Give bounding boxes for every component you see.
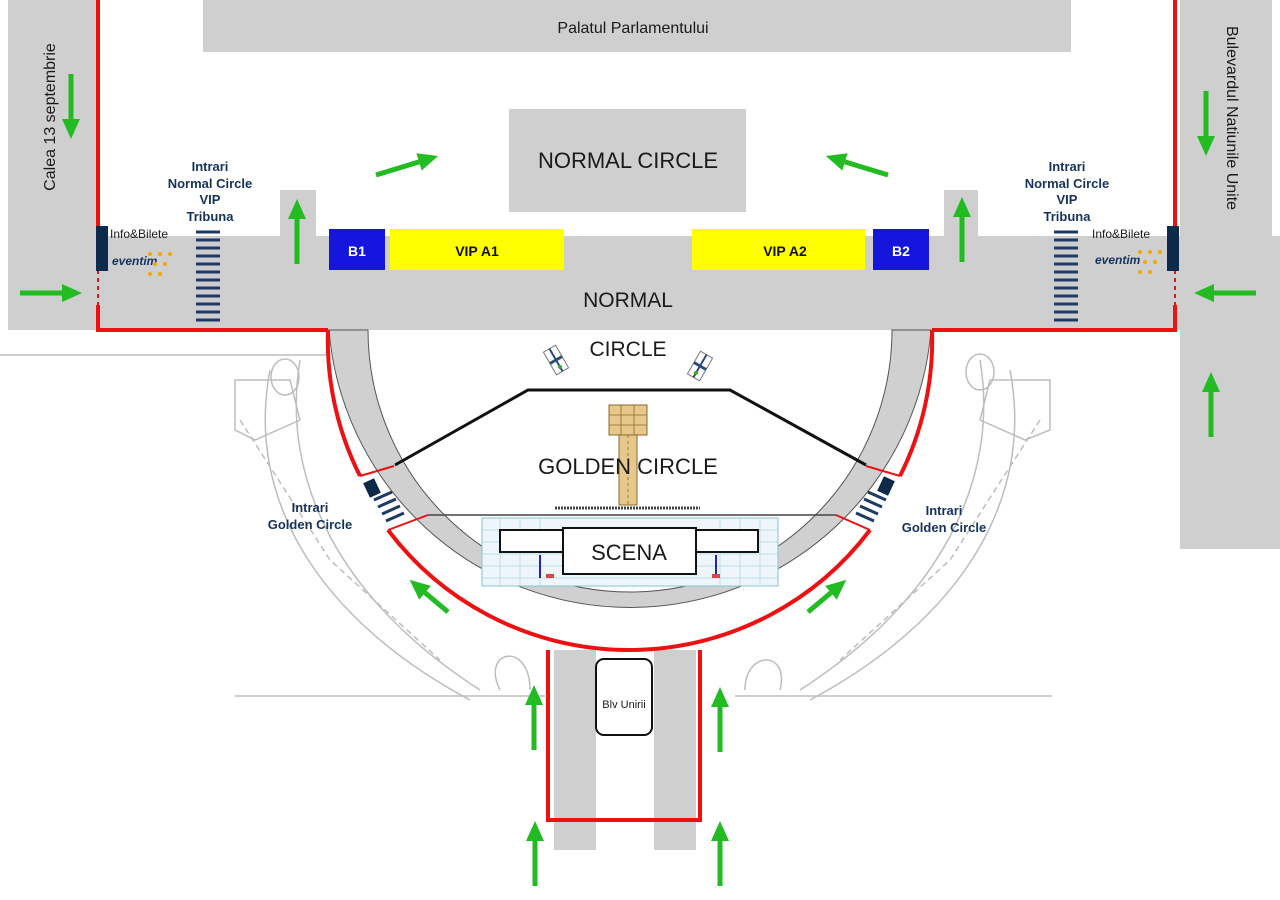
arrow-icon	[62, 74, 80, 139]
seat-vip-a2-label: VIP A2	[763, 243, 807, 259]
arrow-icon	[525, 685, 543, 750]
stage-structure	[481, 517, 779, 587]
street-top: Palatul Parlamentului	[557, 20, 708, 37]
svg-text:VIP: VIP	[200, 192, 221, 207]
zone-normal-circle-top-label: NORMAL CIRCLE	[538, 148, 718, 173]
street-right: Bulevardul Natiunile Unite	[1223, 26, 1240, 210]
crosswalk-icon	[1054, 230, 1078, 322]
eventim-logo: eventim	[1095, 253, 1141, 267]
bottom-booth	[595, 658, 653, 736]
info-kiosk-icon	[1167, 226, 1179, 271]
seat-vip-a1-label: VIP A1	[455, 243, 499, 259]
zone-golden-circle-label: GOLDEN CIRCLE	[538, 454, 718, 479]
roads	[8, 0, 1280, 850]
info-kiosk-icon	[877, 476, 895, 496]
svg-text:VIP: VIP	[1057, 192, 1078, 207]
stage	[562, 527, 697, 575]
road-horizontal	[8, 236, 1272, 330]
info-tickets-right: Info&Bilete	[1092, 227, 1150, 241]
zone-circle-label: CIRCLE	[589, 338, 666, 361]
street-bottom: Blv Unirii	[602, 699, 645, 711]
seat-b1[interactable]	[329, 229, 385, 270]
arrow-icon	[1202, 372, 1220, 437]
svg-text:Tribuna: Tribuna	[1044, 209, 1092, 224]
camera-tower-icon	[686, 350, 714, 382]
entrance-label-golden-left: Intrari Golden Circle	[268, 500, 353, 532]
crosswalk-icon	[855, 490, 887, 523]
svg-text:Normal Circle: Normal Circle	[168, 176, 253, 191]
seat-b2[interactable]	[873, 229, 929, 270]
tower-icon	[555, 404, 700, 510]
seat-b2-label: B2	[892, 243, 910, 259]
svg-text:Tribuna: Tribuna	[187, 209, 235, 224]
entrance-label-right: Intrari Normal Circle VIP Tribuna	[1025, 159, 1110, 224]
seat-vip-a1[interactable]	[390, 229, 564, 270]
entrance-label-left: Intrari Normal Circle VIP Tribuna	[168, 159, 253, 224]
arrow-icon	[375, 153, 439, 178]
entrance-label-golden-right: Intrari Golden Circle	[902, 503, 987, 535]
eventim-stars	[1138, 250, 1162, 274]
arrow-icon	[953, 197, 971, 262]
zone-normal-label: NORMAL	[583, 289, 673, 312]
svg-text:Golden Circle: Golden Circle	[902, 520, 987, 535]
svg-text:Golden Circle: Golden Circle	[268, 517, 353, 532]
info-kiosk-icon	[96, 226, 108, 271]
crosswalk-icon	[373, 490, 405, 523]
road-bottom-right	[654, 650, 696, 850]
plaza-outline	[0, 351, 1280, 701]
arrow-icon	[20, 284, 82, 302]
eventim-logo: eventim	[112, 254, 158, 268]
arrow-icon	[825, 153, 889, 178]
svg-text:Intrari: Intrari	[926, 503, 963, 518]
eventim-stars	[148, 252, 172, 276]
arrow-icon	[288, 199, 306, 264]
street-left: Calea 13 septembrie	[42, 43, 59, 191]
road-right	[1180, 0, 1272, 236]
info-tickets-left: Info&Bilete	[110, 227, 168, 241]
venue-boundary	[96, 0, 1177, 822]
arrow-icon	[711, 821, 729, 886]
svg-text:Intrari: Intrari	[292, 500, 329, 515]
road-bottom-left	[554, 650, 596, 850]
road-top	[203, 0, 1071, 52]
arrow-icon	[806, 579, 847, 614]
svg-text:Intrari: Intrari	[192, 159, 229, 174]
info-kiosk-icon	[363, 478, 381, 498]
crosswalk-icon	[196, 230, 220, 322]
zone-normal-circle-top	[509, 109, 746, 212]
arrow-icon	[526, 821, 544, 886]
arrow-icon	[1194, 284, 1256, 302]
stage-label: SCENA	[591, 540, 667, 565]
svg-text:Normal Circle: Normal Circle	[1025, 176, 1110, 191]
arrow-icon	[1197, 91, 1215, 156]
seat-b1-label: B1	[348, 243, 366, 259]
golden-circle-boundary	[394, 388, 867, 467]
camera-tower-icon	[542, 344, 570, 376]
arrow-icon	[409, 579, 450, 614]
svg-text:Intrari: Intrari	[1049, 159, 1086, 174]
seat-vip-a2[interactable]	[692, 229, 865, 270]
arrow-icon	[711, 687, 729, 752]
